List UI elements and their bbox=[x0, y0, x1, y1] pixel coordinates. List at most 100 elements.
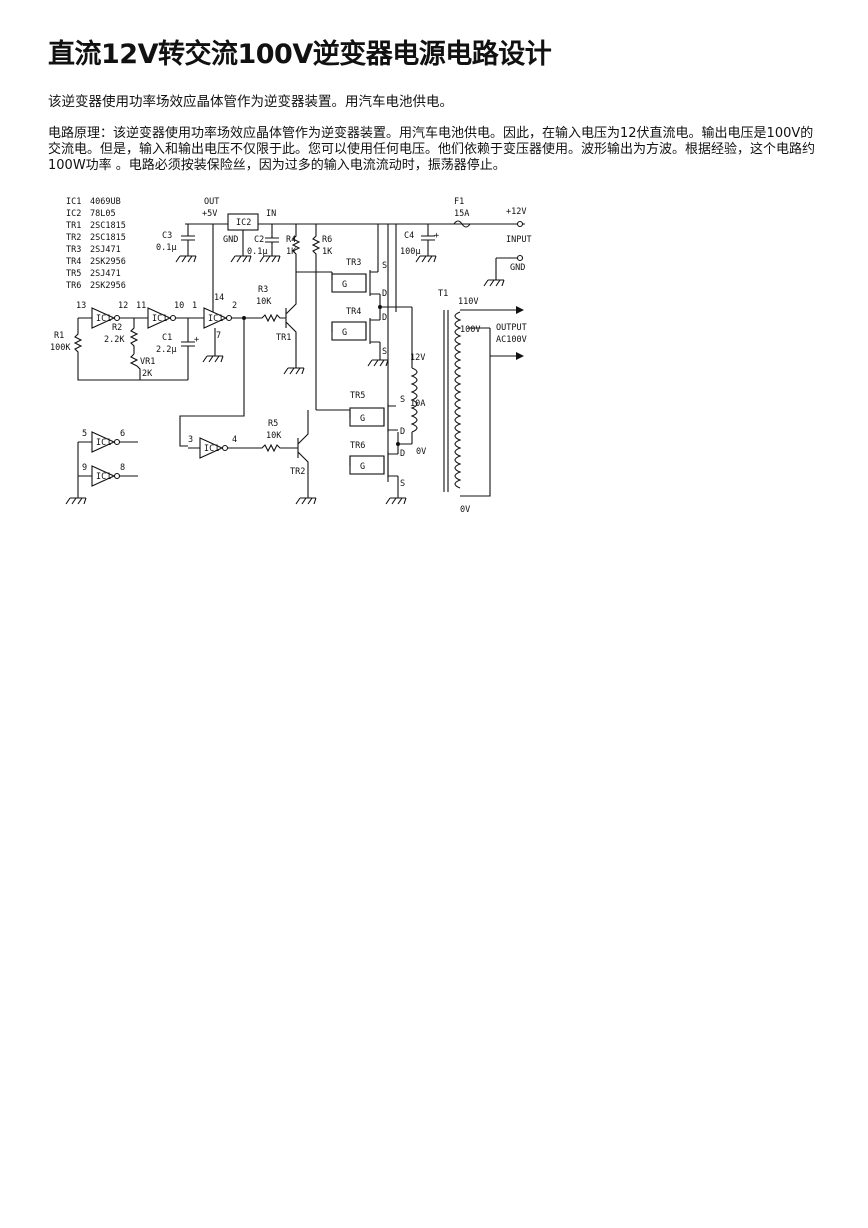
label-vr1: VR1 bbox=[140, 357, 155, 367]
label-ic1: IC1 bbox=[204, 444, 219, 454]
parts-value: 2SK2956 bbox=[90, 257, 126, 267]
label-s: S bbox=[382, 261, 387, 271]
label-r1: R1 bbox=[54, 331, 64, 341]
label-ac100v: AC100V bbox=[496, 335, 527, 345]
label-c4-value: 100μ bbox=[400, 247, 420, 257]
input-terminal bbox=[516, 220, 524, 228]
parts-ref: IC1 bbox=[66, 197, 81, 207]
label-tr4: TR4 bbox=[346, 307, 361, 317]
pin-3: 3 bbox=[188, 435, 193, 445]
parts-ref: TR2 bbox=[66, 233, 81, 243]
article-intro: 该逆变器使用功率场效应晶体管作为逆变器装置。用汽车电池供电。 bbox=[48, 94, 453, 110]
label-r4-value: 1K bbox=[286, 247, 297, 257]
label-r6-value: 1K bbox=[322, 247, 333, 257]
regulator-section: OUT +5V IC2 IN GND C3 0.1μ C2 0.1μ R4 1K… bbox=[156, 197, 525, 410]
parts-ref: TR1 bbox=[66, 221, 81, 231]
label-s: S bbox=[382, 347, 387, 357]
label-r5-value: 10K bbox=[266, 431, 282, 441]
label-ic1: IC1 bbox=[96, 472, 111, 482]
label-d: D bbox=[400, 449, 405, 459]
parts-ref: TR5 bbox=[66, 269, 81, 279]
label-r1-value: 100K bbox=[50, 343, 71, 353]
pin-4: 4 bbox=[232, 435, 237, 445]
label-ic1: IC1 bbox=[96, 314, 111, 324]
label-c2: C2 bbox=[254, 235, 264, 245]
pin-2: 2 bbox=[232, 301, 237, 311]
label-f1: F1 bbox=[454, 197, 464, 207]
label-100v: 100V bbox=[460, 325, 480, 335]
label-plus5v: +5V bbox=[202, 209, 217, 219]
label-g: G bbox=[342, 328, 347, 338]
label-in: IN bbox=[266, 209, 276, 219]
circuit-principle-text: 电路原理：该逆变器使用功率场效应晶体管作为逆变器装置。用汽车电池供电。因此，在输… bbox=[48, 126, 816, 173]
pin-7: 7 bbox=[216, 331, 221, 341]
pin-12: 12 bbox=[118, 301, 128, 311]
tr6-gate-box bbox=[349, 455, 385, 475]
label-plus12v: +12V bbox=[506, 207, 526, 217]
label-vr1-value: 2K bbox=[142, 369, 153, 379]
parts-ref: TR6 bbox=[66, 281, 81, 291]
parts-value: 2SJ471 bbox=[90, 269, 121, 279]
label-c1-plus: + bbox=[194, 335, 199, 345]
label-c4: C4 bbox=[404, 231, 414, 241]
label-g: G bbox=[342, 280, 347, 290]
mosfet-lower-pair: TR5 G S D TR6 G D S bbox=[316, 391, 412, 505]
label-r4: R4 bbox=[286, 235, 296, 245]
pin-11: 11 bbox=[136, 301, 146, 311]
pin-14: 14 bbox=[214, 293, 224, 303]
label-c2-value: 0.1μ bbox=[247, 247, 267, 257]
parts-value: 78L05 bbox=[90, 209, 116, 219]
label-t1: T1 bbox=[438, 289, 448, 299]
label-c1: C1 bbox=[162, 333, 172, 343]
parts-value: 2SK2956 bbox=[90, 281, 126, 291]
oscillator-section: 13 12 11 10 1 14 2 7 IC1 IC1 IC1 R1 100K… bbox=[50, 272, 305, 447]
label-r3: R3 bbox=[258, 285, 268, 295]
tr3-gate-box bbox=[331, 273, 367, 293]
label-gnd-reg: GND bbox=[223, 235, 238, 245]
gnd-terminal bbox=[516, 254, 524, 262]
article-title: 直流12V转交流100V逆变器电源电路设计 bbox=[48, 39, 552, 70]
parts-ref: IC2 bbox=[66, 209, 81, 219]
label-110v: 110V bbox=[458, 297, 478, 307]
pin-8: 8 bbox=[120, 463, 125, 473]
parts-ref: TR4 bbox=[66, 257, 81, 267]
label-g: G bbox=[360, 414, 365, 424]
label-12v: 12V bbox=[410, 353, 425, 363]
input-section: F1 15A +12V INPUT GND C4 100μ + bbox=[377, 197, 532, 482]
label-ic1: IC1 bbox=[96, 438, 111, 448]
pin-13: 13 bbox=[76, 301, 86, 311]
pin-5: 5 bbox=[82, 429, 87, 439]
label-r2-value: 2.2K bbox=[104, 335, 125, 345]
label-c1-value: 2.2μ bbox=[156, 345, 176, 355]
label-r2: R2 bbox=[112, 323, 122, 333]
label-0v-primary: 0V bbox=[416, 447, 426, 457]
label-tr1: TR1 bbox=[276, 333, 291, 343]
transformer-t1: T1 12V 10A 0V 110V 100V OUTPUT AC100V 0V bbox=[410, 289, 527, 515]
driver-tr2-section: 3 4 IC1 R5 10K TR2 bbox=[188, 410, 317, 505]
label-s: S bbox=[400, 479, 405, 489]
label-f1-value: 15A bbox=[454, 209, 469, 219]
tr5-gate-box bbox=[349, 407, 385, 427]
label-r3-value: 10K bbox=[256, 297, 272, 307]
label-out: OUT bbox=[204, 197, 219, 207]
parts-value: 4069UB bbox=[90, 197, 121, 207]
label-tr2: TR2 bbox=[290, 467, 305, 477]
label-output: OUTPUT bbox=[496, 323, 527, 333]
mosfet-upper-pair: TR3 G S D TR4 G D S bbox=[296, 258, 412, 367]
spare-gates: 5 6 9 8 IC1 IC1 bbox=[65, 429, 138, 505]
pin-1: 1 bbox=[192, 301, 197, 311]
label-input: INPUT bbox=[506, 235, 532, 245]
label-d: D bbox=[382, 289, 387, 299]
parts-ref: TR3 bbox=[66, 245, 81, 255]
label-ic1: IC1 bbox=[208, 314, 223, 324]
pin-10: 10 bbox=[174, 301, 184, 311]
label-r5: R5 bbox=[268, 419, 278, 429]
label-r6: R6 bbox=[322, 235, 332, 245]
pin-6: 6 bbox=[120, 429, 125, 439]
parts-value: 2SC1815 bbox=[90, 221, 126, 231]
parts-value: 2SC1815 bbox=[90, 233, 126, 243]
label-d: D bbox=[400, 427, 405, 437]
label-gnd-in: GND bbox=[510, 263, 525, 273]
parts-list: IC1 4069UB IC2 78L05 TR1 2SC1815 TR2 2SC1815… bbox=[66, 197, 126, 291]
